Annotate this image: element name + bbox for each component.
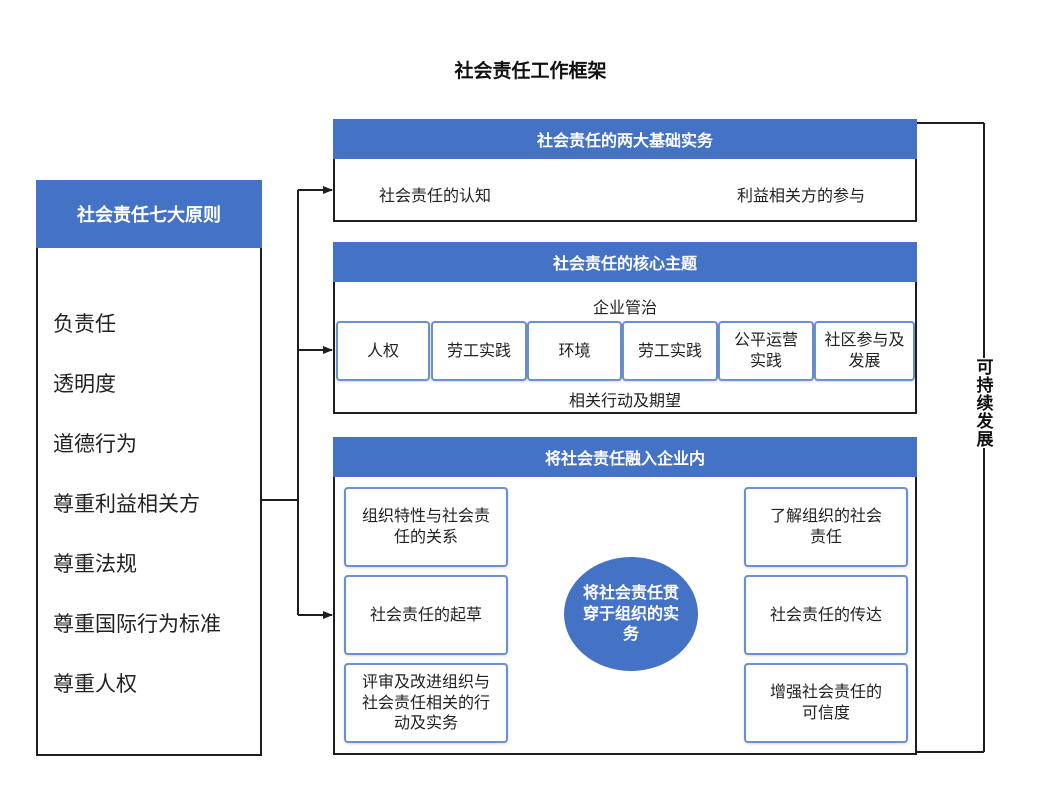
center-practice-label: 将社会责任贯穿于组织的实务 bbox=[583, 582, 680, 644]
core-subject-cell: 社区参与及发展 bbox=[814, 321, 915, 381]
integration-header: 将社会责任融入企业内 bbox=[333, 437, 917, 477]
related-actions: 相关行动及期望 bbox=[568, 391, 681, 410]
page-title: 社会责任工作框架 bbox=[454, 60, 607, 82]
integration-left-item: 组织特性与社会责任的关系 bbox=[344, 487, 508, 567]
foundation-awareness: 社会责任的认知 bbox=[379, 186, 492, 205]
foundations-section: 社会责任的两大基础实务 社会责任的认知 利益相关方的参与 bbox=[333, 119, 917, 222]
corporate-governance: 企业管治 bbox=[592, 298, 657, 317]
foundation-stakeholder: 利益相关方的参与 bbox=[737, 186, 866, 205]
principles-connector bbox=[262, 186, 333, 619]
core-subject-cell: 公平运营实践 bbox=[718, 321, 814, 381]
integration-right-item: 社会责任的传达 bbox=[744, 575, 908, 655]
core-subject-cell: 人权 bbox=[336, 321, 430, 381]
principle-item: 尊重利益相关方 bbox=[53, 492, 200, 516]
principle-item: 尊重法规 bbox=[53, 552, 137, 576]
core-subjects-header: 社会责任的核心主题 bbox=[333, 242, 917, 282]
sustainability-label: 可持续发展 bbox=[970, 358, 996, 448]
integration-left-item: 评审及改进组织与社会责任相关的行动及实务 bbox=[344, 663, 508, 743]
core-subject-cell: 劳工实践 bbox=[431, 321, 527, 381]
integration-right-item: 增强社会责任的可信度 bbox=[744, 663, 908, 743]
principle-item: 透明度 bbox=[53, 372, 116, 396]
core-subject-cell: 劳工实践 bbox=[622, 321, 718, 381]
principles-header: 社会责任七大原则 bbox=[36, 180, 262, 248]
principle-item: 负责任 bbox=[53, 312, 116, 336]
integration-left-item: 社会责任的起草 bbox=[344, 575, 508, 655]
principles-panel: 社会责任七大原则 负责任 透明度 道德行为 尊重利益相关方 尊重法规 尊重国际行… bbox=[36, 180, 262, 756]
principle-item: 尊重国际行为标准 bbox=[53, 612, 221, 636]
principle-item: 道德行为 bbox=[53, 432, 137, 456]
integration-right-item: 了解组织的社会责任 bbox=[744, 487, 908, 567]
center-practice-ellipse: 将社会责任贯穿于组织的实务 bbox=[564, 557, 698, 671]
core-subjects-section: 社会责任的核心主题 企业管治 人权 劳工实践 环境 劳工实践 公平运营实践 社区… bbox=[333, 242, 917, 414]
foundations-header: 社会责任的两大基础实务 bbox=[333, 119, 917, 159]
principle-item: 尊重人权 bbox=[53, 672, 137, 696]
core-subject-cell: 环境 bbox=[527, 321, 622, 381]
